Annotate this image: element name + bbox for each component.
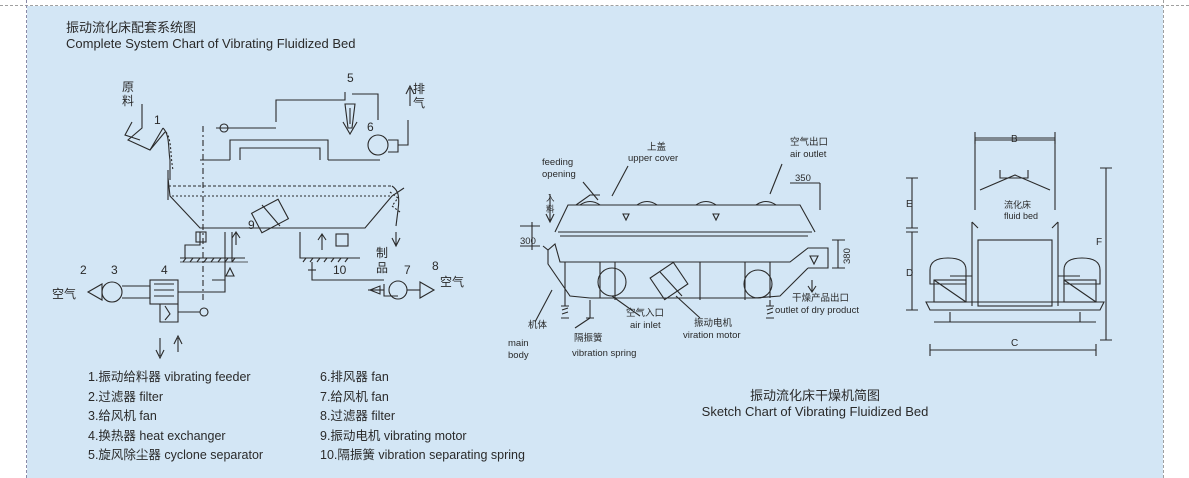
feeding-label-2: opening	[542, 169, 576, 180]
exhaust-label-2: 气	[413, 95, 425, 110]
fluid-bed-en: fluid bed	[1004, 211, 1038, 221]
inlet-cn-label-1: 入	[546, 193, 555, 203]
item-number-10: 10	[333, 263, 347, 277]
spring-cn: 隔振簧	[574, 332, 603, 344]
motor-en: viration motor	[683, 330, 741, 341]
upper-cover	[554, 204, 816, 233]
vibration-motor	[649, 261, 689, 301]
raw-material-label-1: 原	[122, 80, 134, 94]
air-label-right: 空气	[440, 274, 464, 289]
air-inlet-en: air inlet	[630, 320, 661, 331]
item-number-2: 2	[80, 263, 87, 277]
diagram-panel	[27, 6, 1163, 478]
item-number-7: 7	[404, 263, 411, 277]
main-body-en-2: body	[508, 350, 529, 361]
upper-cover-cn: 上盖	[647, 141, 667, 153]
legend-item: 6.排风器 fan	[320, 370, 389, 384]
exhaust-label-1: 排	[413, 82, 425, 96]
air-outlet-cn: 空气出口	[790, 136, 828, 148]
legend-left: 1.振动给料器 vibrating feeder 2.过滤器 filter 3.…	[88, 368, 263, 466]
item-number-4: 4	[161, 263, 168, 277]
item-number-3: 3	[111, 263, 118, 277]
sketch-caption-cn: 振动流化床干燥机简图	[749, 388, 880, 403]
vibrating-feeder	[124, 104, 174, 180]
dim-380: 380	[842, 248, 853, 264]
raw-material-label-2: 料	[122, 94, 134, 108]
upper-cover-en: upper cover	[628, 153, 678, 164]
legend-item: 5.旋风除尘器 cyclone separator	[88, 448, 264, 462]
item-number-5: 5	[347, 71, 354, 85]
product-label-2: 品	[376, 261, 388, 275]
dim-350-top: 350	[795, 173, 811, 184]
inlet-piping-right	[299, 232, 436, 300]
feeding-label-1: feeding	[542, 157, 573, 168]
dim-f-label: F	[1096, 237, 1102, 248]
legend-item: 3.给风机 fan	[88, 409, 157, 423]
fluidized-bed-body	[167, 139, 405, 234]
dim-300: 300	[520, 236, 536, 247]
motor-cn: 振动电机	[694, 317, 733, 329]
system-chart-title: 振动流化床配套系统图 Complete System Chart of Vibr…	[66, 20, 356, 52]
legend-item: 7.给风机 fan	[320, 389, 389, 404]
fluid-bed-cn: 流化床	[1004, 199, 1031, 210]
legend-item: 2.过滤器 filter	[88, 389, 164, 404]
air-label-left: 空气	[52, 286, 76, 301]
dim-b-label: B	[1011, 134, 1018, 145]
legend-item: 9.振动电机 vibrating motor	[320, 428, 467, 443]
main-body-en-1: main	[508, 338, 529, 349]
legend-item: 1.振动给料器 vibrating feeder	[88, 370, 251, 384]
system-chart-title-cn: 振动流化床配套系统图	[66, 20, 197, 35]
air-outlet-en: air outlet	[790, 149, 827, 160]
dim-e-label: E	[906, 199, 913, 210]
end-view	[906, 132, 1112, 356]
air-inlet-port	[597, 267, 627, 297]
dim-d-label: D	[906, 268, 913, 279]
dry-outlet-cn: 干燥产品出口	[792, 292, 849, 304]
sketch-chart	[520, 163, 845, 329]
item-number-8: 8	[432, 259, 439, 273]
legend-item: 4.换热器 heat exchanger	[88, 428, 226, 443]
inlet-piping-left	[86, 231, 245, 360]
dry-outlet-en: outlet of dry product	[775, 305, 859, 316]
spring-en: vibration spring	[572, 348, 636, 359]
exhaust-piping	[202, 84, 415, 300]
legend-item: 8.过滤器 filter	[320, 409, 396, 423]
main-body	[542, 243, 829, 269]
legend-right: 6.排风器 fan 7.给风机 fan 8.过滤器 filter 9.振动电机 …	[320, 368, 525, 466]
top-divider	[0, 5, 1189, 6]
dim-c-label: C	[1011, 338, 1018, 349]
right-divider	[1163, 0, 1164, 478]
main-body-cn: 机体	[528, 319, 548, 331]
product-label-1: 制	[376, 246, 388, 260]
air-inlet-cn: 空气入口	[626, 307, 664, 319]
sketch-caption: 振动流化床干燥机简图 Sketch Chart of Vibrating Flu…	[690, 388, 940, 420]
fluid-bed-chamber	[977, 239, 1053, 307]
inlet-cn-label-2: 料	[546, 204, 555, 214]
system-chart	[86, 84, 436, 360]
system-chart-title-en: Complete System Chart of Vibrating Fluid…	[66, 36, 356, 51]
item-number-6: 6	[367, 120, 374, 134]
item-number-9: 9	[248, 218, 255, 232]
sketch-caption-en: Sketch Chart of Vibrating Fluidized Bed	[701, 404, 929, 419]
item-number-1: 1	[154, 113, 161, 127]
legend-item: 10.隔振簧 vibration separating spring	[320, 448, 525, 462]
left-divider	[26, 0, 27, 478]
